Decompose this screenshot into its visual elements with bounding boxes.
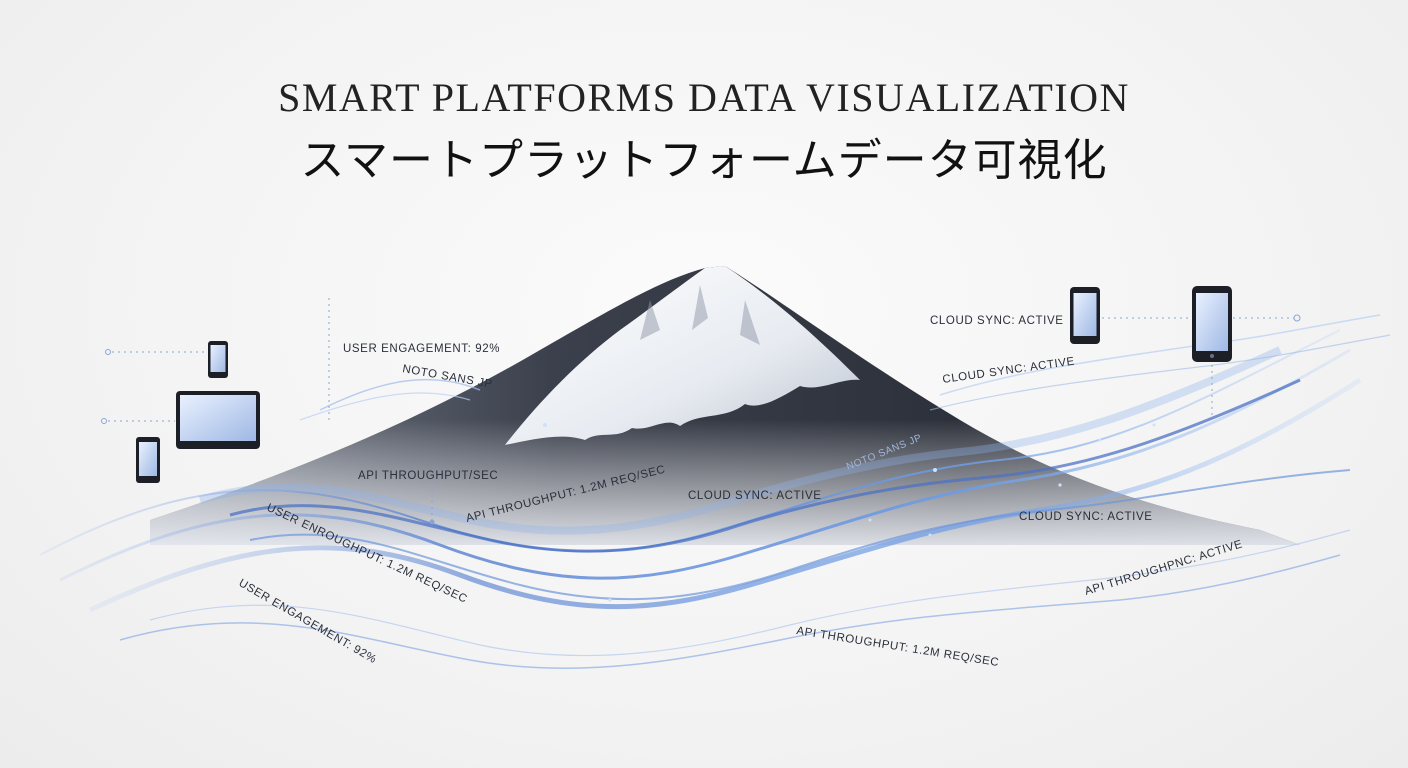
label-cloud-sync-top-right: CLOUD SYNC: ACTIVE	[930, 315, 1064, 327]
snow-cap	[505, 266, 860, 445]
title-japanese: スマートプラットフォームデータ可視化	[300, 135, 1108, 186]
title-english: SMART PLATFORMS DATA VISUALIZATION	[278, 75, 1130, 120]
smartphone-icon	[136, 437, 160, 483]
smartphone-icon	[1070, 287, 1100, 344]
node-dot	[429, 519, 435, 525]
label-user-engagement-bottom: USER ENGAGEMENT: 92%	[237, 577, 379, 666]
smartphone-icon	[208, 341, 228, 378]
node-dot	[105, 349, 111, 355]
label-api-throughput-bottom: API THROUGHPUT: 1.2M REQ/SEC	[796, 625, 1000, 669]
label-cloud-sync-right: CLOUD SYNC: ACTIVE	[1019, 511, 1153, 523]
node-dot	[1293, 314, 1301, 322]
label-api-throughput-sec: API THROUGHPUT/SEC	[358, 470, 498, 482]
smartphone-icon	[1192, 286, 1232, 362]
label-noto-sans-left: NOTO SANS JP	[401, 363, 493, 391]
data-waves	[39, 314, 1391, 670]
label-cloud-sync-center: CLOUD SYNC: ACTIVE	[688, 490, 822, 502]
label-api-throughpnc: API THROUGHPNC: ACTIVE	[1083, 538, 1244, 598]
sparkles	[543, 393, 1182, 602]
label-user-engagement-top: USER ENGAGEMENT: 92%	[343, 343, 500, 355]
tablet-icon	[176, 391, 260, 449]
label-cloud-sync-right-tilted: CLOUD SYNC: ACTIVE	[942, 356, 1076, 386]
node-dot	[101, 418, 107, 424]
leader-lines	[108, 298, 1294, 520]
